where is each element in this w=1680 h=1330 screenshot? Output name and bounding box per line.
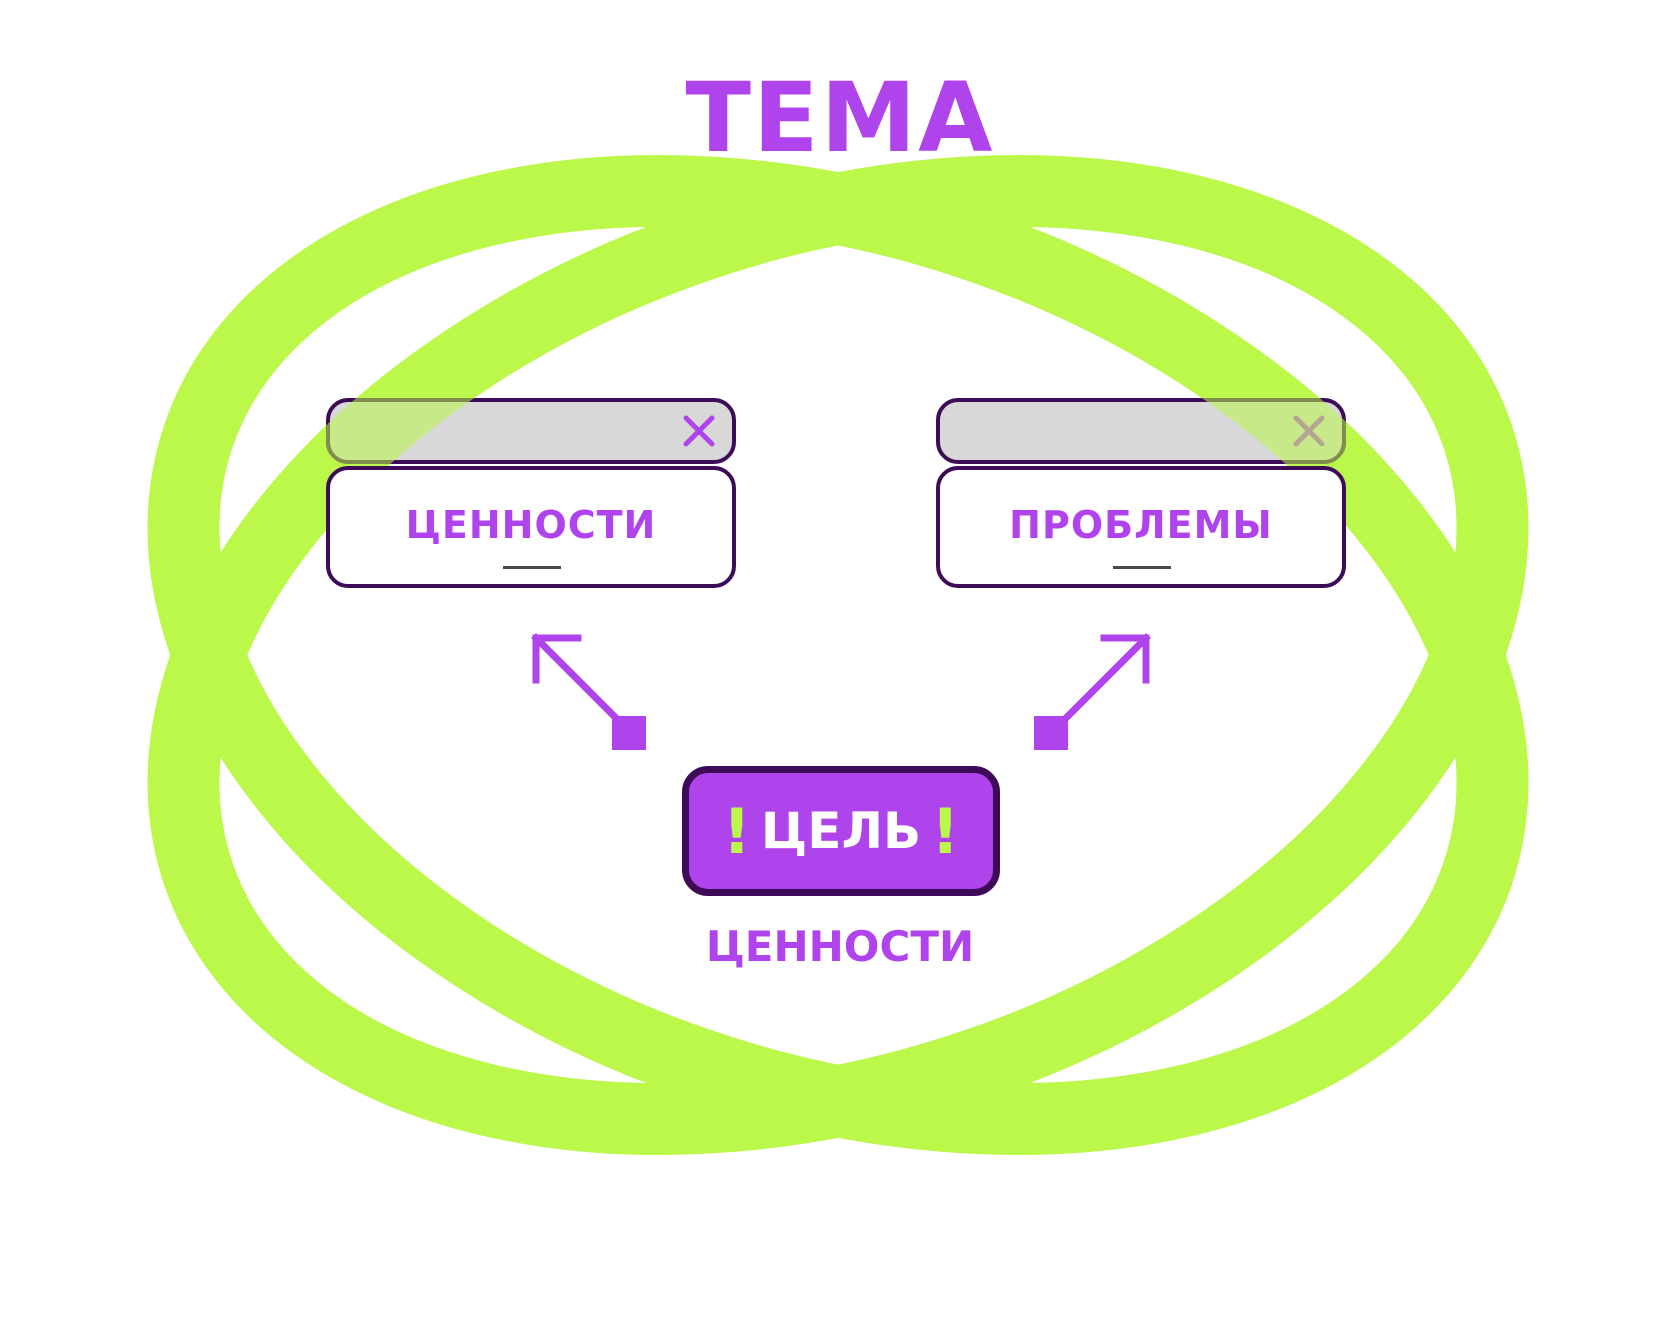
exclamation-icon: ! [931,794,960,868]
values-card: ЦЕННОСТИ [326,398,736,588]
close-icon[interactable] [1288,410,1330,452]
values-card-body: ЦЕННОСТИ [326,466,736,588]
orbit-ring-a [147,155,1529,1155]
diagram-title: ТЕМА [685,62,995,174]
arrow-up-right-icon [1034,633,1151,750]
card-handle [503,566,561,569]
goal-button[interactable]: ! ЦЕЛЬ ! [682,766,1000,896]
exclamation-icon: ! [722,794,751,868]
problems-card-label: ПРОБЛЕМЫ [1009,503,1273,547]
goal-label: ЦЕЛЬ [760,802,922,860]
orbit-ring-b [147,155,1529,1155]
arrow-up-left-icon [531,633,646,750]
goal-caption: ЦЕННОСТИ [705,922,975,971]
goal-button-content: ! ЦЕЛЬ ! [689,773,993,889]
values-card-titlebar [326,398,736,464]
problems-card-titlebar [936,398,1346,464]
values-card-label: ЦЕННОСТИ [405,503,657,547]
close-icon[interactable] [678,410,720,452]
problems-card-body: ПРОБЛЕМЫ [936,466,1346,588]
card-handle [1113,566,1171,569]
problems-card: ПРОБЛЕМЫ [936,398,1346,588]
